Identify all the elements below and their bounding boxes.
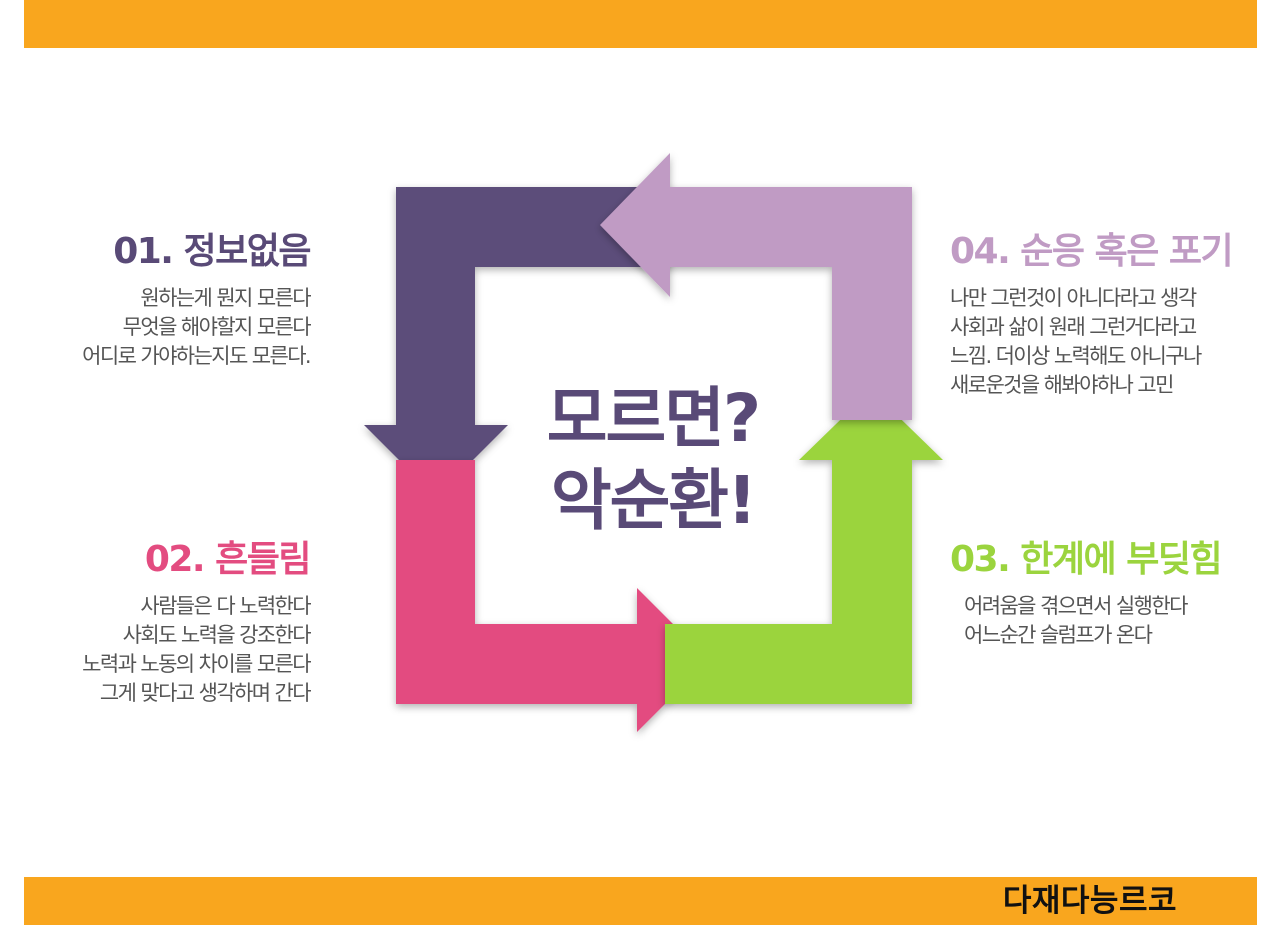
step-04-line: 나만 그런것이 아니다라고 생각 [950,286,1197,310]
step-02-line: 노력과 노동의 차이를 모른다 [82,652,311,676]
footer-brand: 다재다능르코 [1002,883,1177,919]
center-title-line-1: 모르면? [546,380,761,457]
step-02: 02. 흔들림 사람들은 다 노력한다 사회도 노력을 강조한다 노력과 노동의… [82,538,312,708]
arrow-step-01 [364,187,670,497]
step-02-title: 02. 흔들림 [144,539,312,580]
step-04-description: 나만 그런것이 아니다라고 생각 사회과 삶이 원래 그런거다라고 느낌. 더이… [950,284,1232,400]
step-01: 01. 정보없음 원하는게 뭔지 모른다 무엇을 해야할지 모른다 어디로 가야… [82,230,312,371]
step-02-line: 사회도 노력을 강조한다 [122,623,312,647]
arrow-step-03 [665,390,943,704]
step-02-description: 사람들은 다 노력한다 사회도 노력을 강조한다 노력과 노동의 차이를 모른다… [82,592,312,708]
step-03-description: 어려움을 겪으면서 실행한다 어느순간 슬럼프가 온다 [950,592,1221,650]
step-04-line: 새로운것을 해봐야하나 고민 [950,373,1174,397]
bottom-accent-bar: 다재다능르코 [24,877,1257,925]
step-03-line: 어려움을 겪으면서 실행한다 [964,594,1188,618]
step-01-line: 원하는게 뭔지 모른다 [140,286,311,310]
top-accent-bar [24,0,1257,48]
arrow-step-02 [396,460,709,732]
step-02-line: 그게 맞다고 생각하며 간다 [99,681,312,705]
step-04-line: 사회과 삶이 원래 그런거다라고 [950,315,1197,339]
step-01-line: 어디로 가야하는지도 모른다. [82,344,311,368]
step-03-line: 어느순간 슬럼프가 온다 [964,623,1153,647]
step-04-title: 04. 순응 혹은 포기 [950,231,1234,272]
step-03-title: 03. 한계에 부딪힘 [950,539,1223,580]
step-01-title: 01. 정보없음 [113,231,311,272]
center-title: 모르면? 악순환! [500,378,806,542]
step-01-description: 원하는게 뭔지 모른다 무엇을 해야할지 모른다 어디로 가야하는지도 모른다. [82,284,312,371]
step-04-line: 느낌. 더이상 노력해도 아니구나 [950,344,1202,368]
step-01-line: 무엇을 해야할지 모른다 [122,315,312,339]
step-04: 04. 순응 혹은 포기 나만 그런것이 아니다라고 생각 사회과 삶이 원래 … [950,230,1234,400]
step-03: 03. 한계에 부딪힘 어려움을 겪으면서 실행한다 어느순간 슬럼프가 온다 [950,538,1223,650]
arrow-step-04 [600,153,912,420]
center-title-line-2: 악순환! [550,462,757,539]
step-02-line: 사람들은 다 노력한다 [140,594,311,618]
